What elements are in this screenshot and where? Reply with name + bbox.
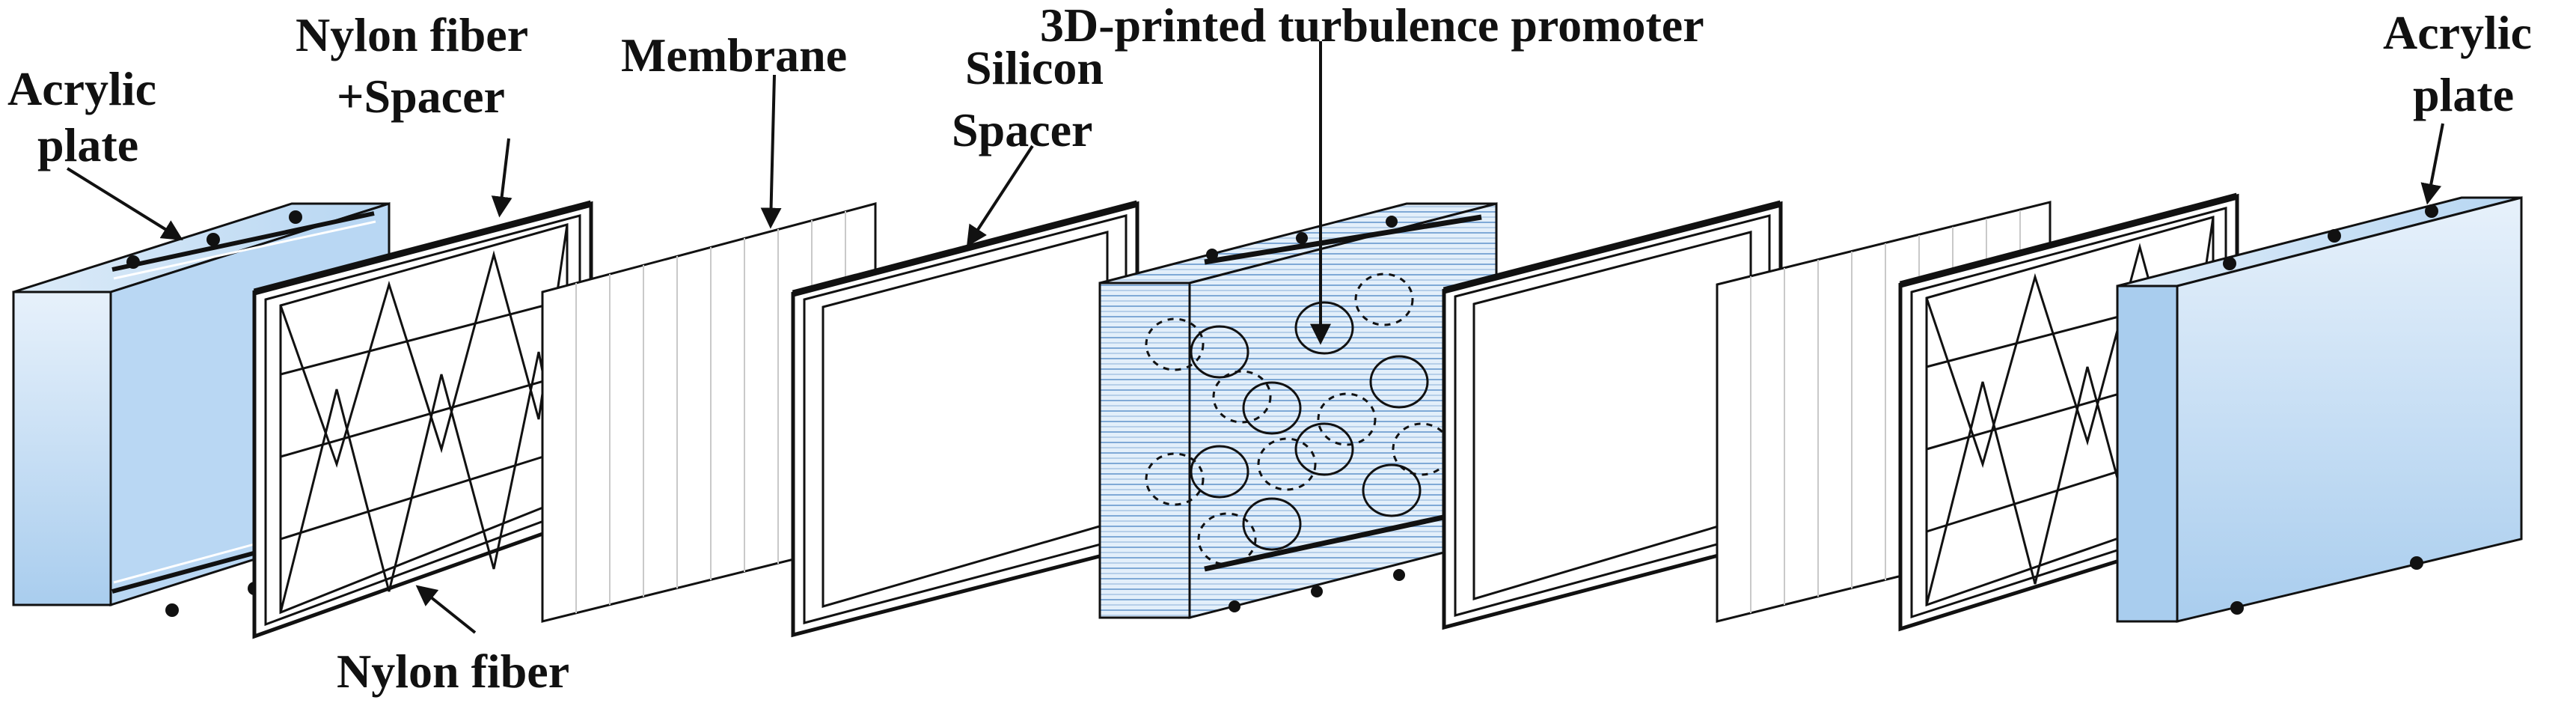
label-nylon-spacer-1: Nylon fiber bbox=[296, 8, 528, 61]
label-turbulence-promoter: 3D-printed turbulence promoter bbox=[1040, 0, 1704, 52]
label-silicon-2: Spacer bbox=[952, 103, 1092, 156]
turbulence-promoter bbox=[1098, 202, 1498, 619]
label-silicon-1: Silicon bbox=[965, 41, 1104, 94]
label-acrylic-left-1: Acrylic bbox=[7, 62, 156, 115]
label-acrylic-left-2: plate bbox=[37, 118, 138, 171]
label-nylon-fiber: Nylon fiber bbox=[337, 645, 569, 698]
label-membrane: Membrane bbox=[621, 28, 847, 82]
label-acrylic-right-2: plate bbox=[2413, 68, 2514, 121]
leader-arrows bbox=[66, 41, 2444, 634]
acrylic-plate-right bbox=[2116, 196, 2523, 623]
spacer-frame-right bbox=[1442, 200, 1783, 630]
label-nylon-spacer-2: +Spacer bbox=[337, 70, 505, 123]
label-acrylic-right-1: Acrylic bbox=[2383, 6, 2532, 59]
